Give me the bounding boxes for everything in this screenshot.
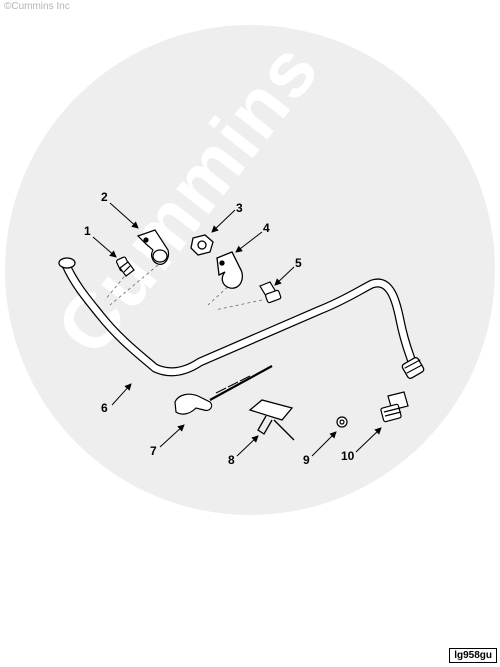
part-fitting-10 — [380, 391, 409, 423]
part-clamp-2 — [136, 229, 170, 265]
part-washer-9 — [336, 416, 348, 428]
part-p-clamp-4 — [216, 251, 244, 289]
part-bolt-5 — [259, 281, 282, 304]
callout-3: 3 — [236, 201, 243, 215]
callout-1: 1 — [84, 224, 91, 238]
callout-8: 8 — [228, 453, 235, 467]
copyright-notice: ©Cummins Inc — [4, 1, 70, 12]
part-cable-tie-8 — [248, 399, 295, 441]
part-dipstick-7 — [174, 365, 273, 415]
callout-6: 6 — [101, 401, 108, 415]
tube-assembly — [58, 257, 425, 379]
alignment-lines — [104, 264, 263, 311]
part-nut-3 — [190, 234, 214, 256]
part-bolt-1 — [115, 256, 135, 277]
callout-labels: 1 2 3 4 5 6 7 8 9 10 — [84, 190, 355, 467]
callout-4: 4 — [263, 221, 270, 235]
figure-code-label: lg958gu — [449, 648, 497, 663]
callout-leaders — [92, 202, 382, 457]
callout-9: 9 — [303, 453, 310, 467]
callout-7: 7 — [150, 444, 157, 458]
callout-2: 2 — [101, 190, 108, 204]
callout-5: 5 — [295, 256, 302, 270]
watermark-logo: Cummins — [5, 25, 495, 515]
callout-10: 10 — [341, 449, 355, 463]
